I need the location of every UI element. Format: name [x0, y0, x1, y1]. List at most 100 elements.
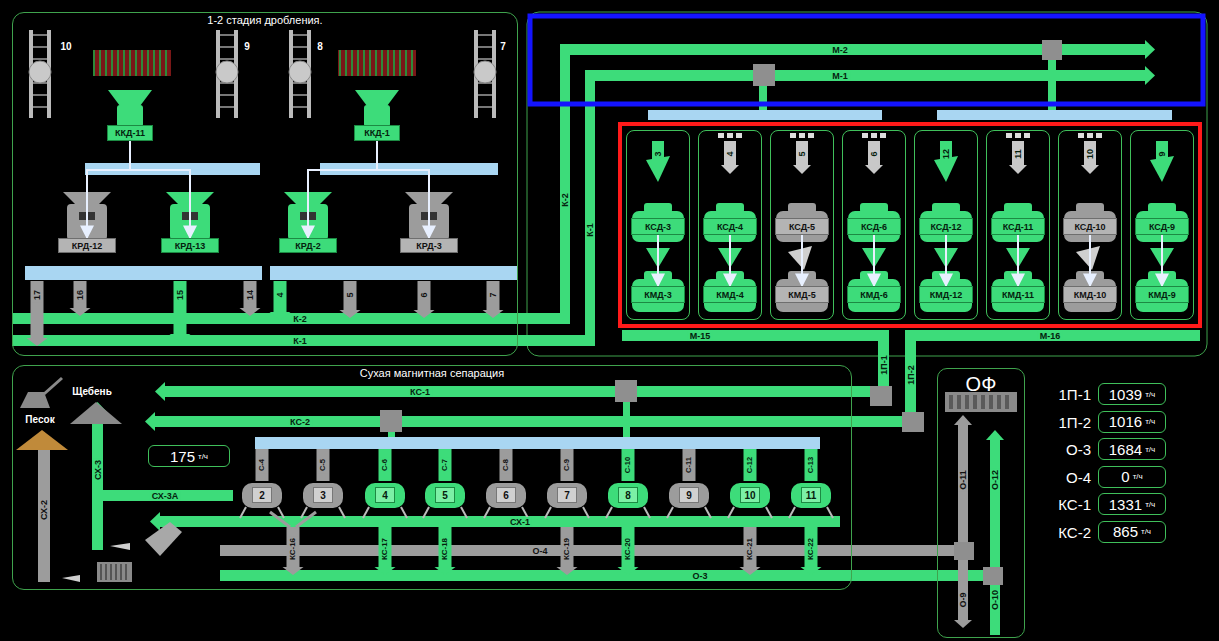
separator-drum	[608, 483, 648, 508]
crusher-column: КСД-11КМД-1111	[986, 130, 1050, 320]
separator-leg	[728, 507, 734, 518]
conveyor	[287, 527, 300, 567]
flow-connector	[87, 141, 130, 238]
conveyor	[487, 281, 500, 310]
wheel	[29, 61, 51, 83]
tripper	[902, 412, 924, 432]
feeder	[683, 449, 696, 481]
node-text: 10	[744, 490, 755, 501]
node-text: КРД-3	[416, 241, 441, 251]
conveyor	[905, 330, 1200, 341]
crusher-label: КРД-3	[400, 238, 458, 253]
node-text: т/ч	[1145, 390, 1155, 399]
conveyor	[244, 281, 257, 308]
conveyor-arrow	[740, 567, 761, 575]
conveyor-label: С-6	[380, 457, 390, 473]
node-text: 6	[503, 490, 509, 501]
chute-line	[270, 512, 290, 527]
crusher-label: ККД-11	[107, 125, 153, 141]
conveyor	[174, 281, 187, 334]
crusher-body	[364, 105, 390, 127]
conveyor	[165, 386, 873, 397]
flow-connector	[377, 141, 429, 238]
screen-bar	[110, 564, 112, 580]
crusher-label: КМД-11	[991, 286, 1045, 303]
conveyor-label: М-15	[688, 331, 713, 341]
conveyor-label: К-2	[291, 314, 309, 324]
conveyor-arrow	[414, 310, 435, 318]
conveyor	[623, 402, 630, 437]
node-text: т/ч	[1145, 417, 1155, 426]
separator-leg	[401, 507, 407, 518]
feeder	[622, 449, 635, 481]
tripper	[870, 386, 892, 406]
gravel-pile	[70, 402, 122, 424]
node-text: КМД-9	[1148, 290, 1175, 300]
separator-leg	[423, 507, 429, 518]
crusher-label: КМД-9	[1135, 286, 1189, 303]
separator-leg	[461, 507, 467, 518]
conveyor-label: 4	[275, 290, 285, 299]
node-text: 6	[869, 151, 879, 156]
conveyor	[958, 425, 968, 620]
chute	[934, 156, 958, 182]
flow-connector	[657, 235, 659, 286]
feeder	[379, 449, 392, 481]
separator-drum	[730, 483, 770, 508]
screen-bar	[115, 564, 117, 580]
conveyor-label: КС-21	[745, 536, 755, 562]
node-text: КС-2	[1058, 523, 1091, 540]
chute	[1150, 156, 1174, 182]
node-text: 1684	[1109, 441, 1142, 458]
conveyor	[103, 490, 233, 501]
separator-drum	[303, 483, 343, 508]
conveyor-arrow	[375, 567, 396, 575]
node-text: 4	[725, 151, 735, 156]
conveyor	[560, 48, 570, 324]
node-text: 11	[1013, 149, 1023, 159]
conveyor-label: 15	[175, 288, 185, 302]
tripper	[380, 410, 402, 432]
flow-arrow	[62, 575, 80, 582]
screen-bar	[105, 564, 107, 580]
conveyor-label: СХ-3	[93, 458, 103, 482]
conveyor	[155, 416, 905, 427]
conveyor-arrow	[435, 567, 456, 575]
conveyor-arrow	[170, 334, 191, 342]
crusher-label: КСД-12	[919, 218, 973, 235]
separator-box: 6	[496, 487, 516, 503]
node-text: КМД-10	[1074, 290, 1106, 300]
node-text: 8	[625, 490, 631, 501]
separator-leg	[705, 507, 711, 518]
crusher-label: КСД-3	[631, 218, 685, 235]
conveyor	[990, 440, 1000, 635]
bin	[25, 266, 262, 280]
bin	[270, 266, 517, 280]
screen-bar	[125, 564, 127, 580]
feeder	[868, 141, 880, 165]
conveyor-arrow	[986, 430, 1004, 440]
node-text: О-3	[1066, 441, 1091, 458]
node-text: 3	[320, 490, 326, 501]
tripper	[615, 380, 637, 402]
caption-label: Песок	[23, 415, 56, 425]
conveyor-label: О-9	[958, 590, 968, 609]
conveyor-label: С-4	[257, 457, 267, 473]
conveyor-label: 6	[419, 290, 429, 299]
status-dot	[880, 133, 886, 138]
separator-box: 3	[313, 487, 333, 503]
node-text: 1П-1	[1059, 386, 1091, 403]
node-text: КСД-9	[1149, 222, 1175, 232]
conveyor	[274, 281, 287, 312]
conveyor-label: КС-17	[380, 536, 390, 562]
crusher-column: КСД-10КМД-1010	[1058, 130, 1122, 320]
flow-connector	[729, 235, 731, 286]
flow-connector	[308, 141, 377, 238]
status-dot	[871, 133, 877, 138]
readout-box: О-31684т/ч	[1098, 438, 1166, 460]
conveyor-label: С-12	[745, 455, 755, 475]
caption-label: Щебень	[70, 387, 114, 397]
sand-pile	[16, 430, 68, 450]
